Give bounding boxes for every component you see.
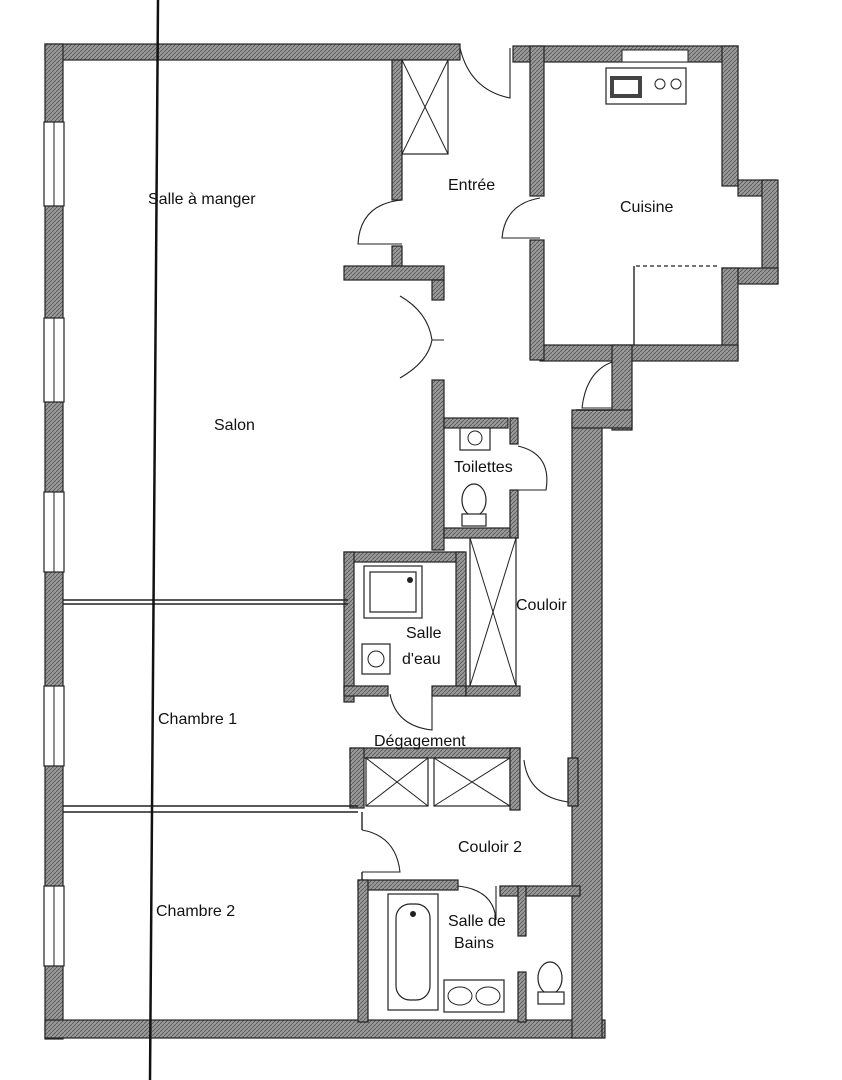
label-toilettes: Toilettes xyxy=(454,459,513,476)
label-couloir-2: Couloir 2 xyxy=(458,839,522,856)
scan-line xyxy=(148,0,160,1080)
label-cuisine: Cuisine xyxy=(620,199,673,216)
interior-walls xyxy=(343,59,581,1023)
shower-and-sink xyxy=(361,565,423,675)
partition-lines xyxy=(63,265,720,880)
kitchen-stove xyxy=(605,67,687,105)
bathroom-toilet xyxy=(537,961,565,1005)
label-salle-a-manger: Salle à manger xyxy=(148,191,256,208)
label-entree: Entrée xyxy=(448,177,495,194)
double-sink xyxy=(443,979,505,1013)
doors xyxy=(357,47,613,921)
toilet-fixtures xyxy=(459,427,491,527)
label-degagement: Dégagement xyxy=(374,733,466,750)
exterior-walls xyxy=(44,43,779,1040)
windows xyxy=(43,49,689,967)
label-chambre-1: Chambre 1 xyxy=(158,711,237,728)
label-salon: Salon xyxy=(214,417,255,434)
label-couloir: Couloir xyxy=(516,597,567,614)
label-salle-de-bains-line1: Salle de xyxy=(448,913,506,930)
label-chambre-2: Chambre 2 xyxy=(156,903,235,920)
label-salle-de-bains-line2: Bains xyxy=(454,935,494,952)
bathtub xyxy=(387,893,439,1011)
label-salle-deau-line2: d'eau xyxy=(402,651,441,668)
label-salle-deau-line1: Salle xyxy=(406,625,442,642)
